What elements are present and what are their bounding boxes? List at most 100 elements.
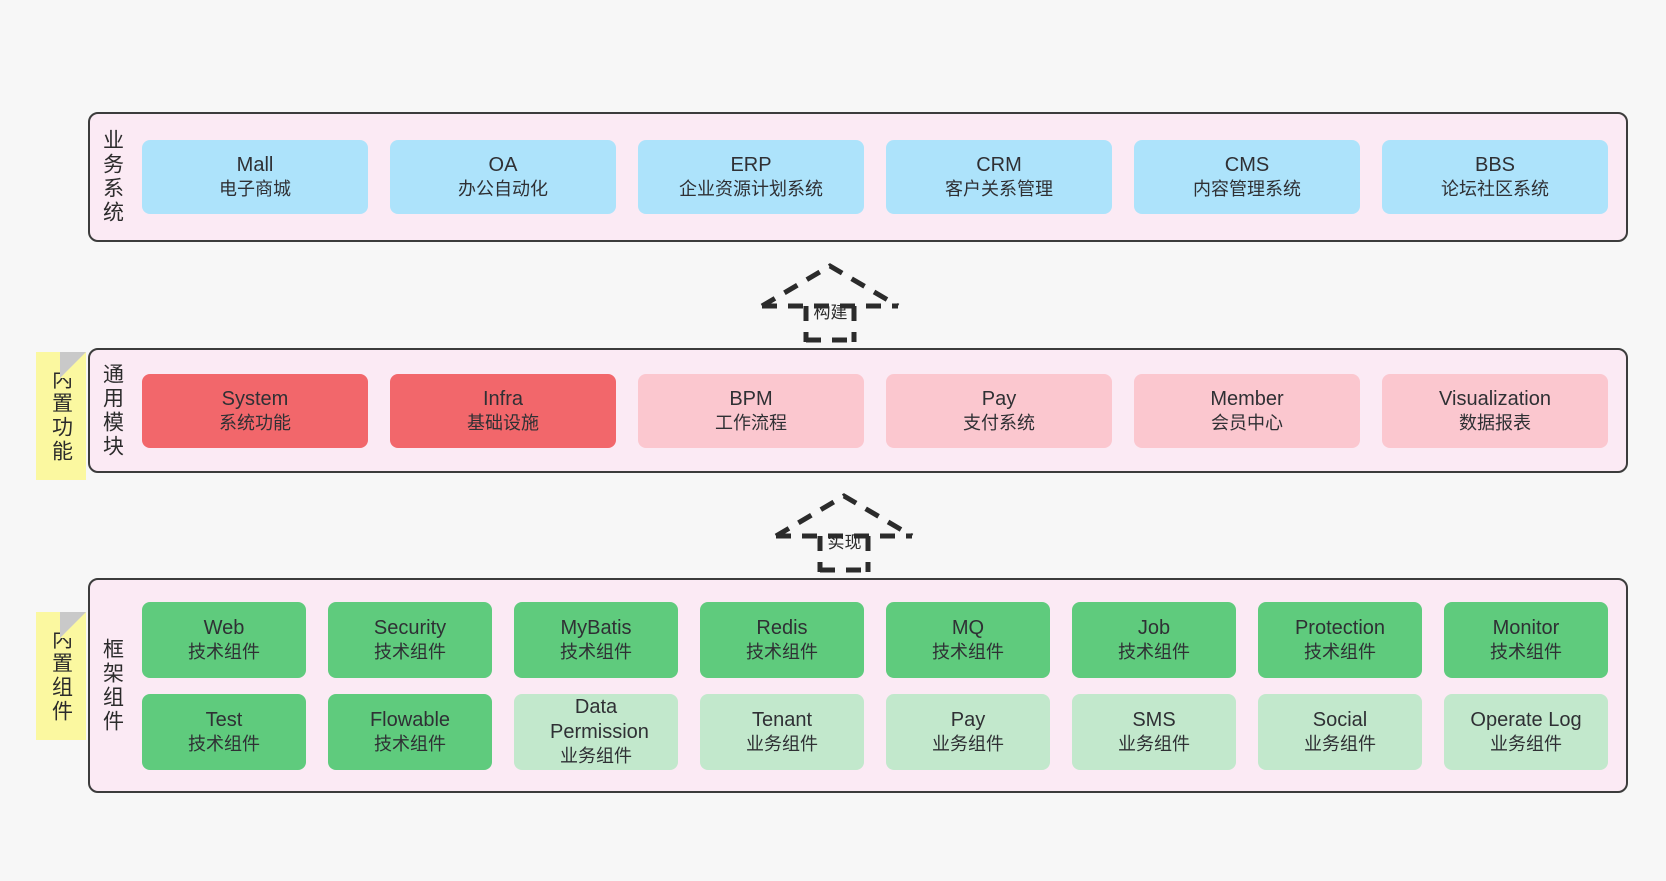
- card-system[interactable]: System 系统功能: [142, 373, 368, 448]
- card-title-en: Redis: [756, 616, 808, 639]
- build-arrow-icon: [760, 263, 900, 343]
- card-title-cn: 论坛社区系统: [1441, 179, 1549, 200]
- card-sms[interactable]: SMS 业务组件: [1072, 693, 1236, 770]
- card-title-cn: 技术组件: [188, 641, 260, 662]
- card-title-en: Visualization: [1439, 387, 1551, 410]
- sticky-note-label: 内置功能: [49, 368, 73, 464]
- card-title-cn: 企业资源计划系统: [679, 179, 823, 200]
- card-title-cn: 基础设施: [467, 412, 539, 433]
- card-title-en: Operate Log: [1470, 708, 1582, 731]
- card-title-en: Member: [1210, 387, 1284, 410]
- card-mybatis[interactable]: MyBatis 技术组件: [514, 601, 678, 678]
- card-social[interactable]: Social 业务组件: [1258, 693, 1422, 770]
- card-web[interactable]: Web 技术组件: [142, 601, 306, 678]
- card-title-cn: 会员中心: [1211, 412, 1283, 433]
- card-visualization[interactable]: Visualization 数据报表: [1382, 373, 1608, 448]
- card-row: Web 技术组件 Security 技术组件 MyBatis 技术组件 Redi…: [142, 601, 1608, 678]
- card-job[interactable]: Job 技术组件: [1072, 601, 1236, 678]
- card-title-en: Mall: [236, 154, 274, 177]
- card-title-en: Job: [1137, 616, 1171, 639]
- card-pay-component[interactable]: Pay 业务组件: [886, 693, 1050, 770]
- card-title-cn: 技术组件: [932, 641, 1004, 662]
- card-title-cn: 电子商城: [219, 179, 291, 200]
- card-tenant[interactable]: Tenant 业务组件: [700, 693, 864, 770]
- card-row: System 系统功能 Infra 基础设施 BPM 工作流程 Pay 支付系统…: [142, 373, 1608, 448]
- card-title-en: BBS: [1474, 154, 1516, 177]
- card-member[interactable]: Member 会员中心: [1134, 373, 1360, 448]
- card-title-cn: 业务组件: [932, 733, 1004, 754]
- card-bbs[interactable]: BBS 论坛社区系统: [1382, 140, 1608, 214]
- sticky-note-builtin-components: 内置组件: [36, 612, 86, 740]
- implement-arrow-icon: [774, 493, 914, 573]
- card-title-cn: 技术组件: [1118, 641, 1190, 662]
- card-title-en: Security: [373, 616, 447, 639]
- card-title-cn: 业务组件: [1118, 733, 1190, 754]
- card-title-en: Test: [205, 708, 243, 731]
- card-title-cn: 工作流程: [715, 412, 787, 433]
- layer-title-business-system: 业务系统: [100, 129, 124, 225]
- card-redis[interactable]: Redis 技术组件: [700, 601, 864, 678]
- card-title-en: SMS: [1132, 708, 1176, 731]
- card-title-cn: 业务组件: [1490, 733, 1562, 754]
- layer-title-framework-component: 框架组件: [100, 637, 124, 734]
- card-title-cn: 业务组件: [746, 733, 818, 754]
- card-infra[interactable]: Infra 基础设施: [390, 373, 616, 448]
- connector-implement-label: 实现: [827, 533, 862, 552]
- layer-title-common-module: 通用模块: [100, 362, 124, 459]
- card-crm[interactable]: CRM 客户关系管理: [886, 140, 1112, 214]
- layer-body-common-module: System 系统功能 Infra 基础设施 BPM 工作流程 Pay 支付系统…: [134, 350, 1626, 471]
- layer-framework-component: 框架组件 Web 技术组件 Security 技术组件 MyBatis 技术组件…: [88, 578, 1628, 793]
- sticky-note-builtin-features: 内置功能: [36, 352, 86, 480]
- card-protection[interactable]: Protection 技术组件: [1258, 601, 1422, 678]
- card-oa[interactable]: OA 办公自动化: [390, 140, 616, 214]
- card-row: Test 技术组件 Flowable 技术组件 Data Permission …: [142, 693, 1608, 770]
- card-pay-module[interactable]: Pay 支付系统: [886, 373, 1112, 448]
- layer-body-business-system: Mall 电子商城 OA 办公自动化 ERP 企业资源计划系统 CRM 客户关系…: [134, 114, 1626, 240]
- card-title-cn: 数据报表: [1459, 412, 1531, 433]
- layer-common-module: 通用模块 System 系统功能 Infra 基础设施 BPM 工作流程 Pay…: [88, 348, 1628, 473]
- card-title-cn: 技术组件: [374, 733, 446, 754]
- card-title-en: Data Permission: [550, 695, 649, 744]
- card-cms[interactable]: CMS 内容管理系统: [1134, 140, 1360, 214]
- sticky-note-label: 内置组件: [49, 628, 73, 724]
- layer-business-system: 业务系统 Mall 电子商城 OA 办公自动化 ERP 企业资源计划系统 CRM…: [88, 112, 1628, 242]
- connector-build: 构建: [758, 262, 903, 343]
- card-title-en: BPM: [729, 387, 773, 410]
- card-title-cn: 系统功能: [219, 412, 291, 433]
- card-title-cn: 技术组件: [188, 733, 260, 754]
- card-title-cn: 支付系统: [963, 412, 1035, 433]
- connector-build-label: 构建: [813, 303, 848, 322]
- card-title-en: Social: [1312, 708, 1368, 731]
- card-data-permission[interactable]: Data Permission 业务组件: [514, 693, 678, 770]
- card-title-cn: 办公自动化: [458, 179, 548, 200]
- card-title-en: System: [221, 387, 289, 410]
- card-title-en: Pay: [981, 387, 1017, 410]
- card-title-cn: 技术组件: [560, 641, 632, 662]
- layer-body-framework-component: Web 技术组件 Security 技术组件 MyBatis 技术组件 Redi…: [134, 580, 1626, 791]
- card-title-cn: 客户关系管理: [945, 179, 1053, 200]
- card-mall[interactable]: Mall 电子商城: [142, 140, 368, 214]
- card-title-cn: 技术组件: [746, 641, 818, 662]
- card-security[interactable]: Security 技术组件: [328, 601, 492, 678]
- card-title-en: ERP: [730, 154, 772, 177]
- connector-implement: 实现: [772, 492, 917, 573]
- card-operate-log[interactable]: Operate Log 业务组件: [1444, 693, 1608, 770]
- card-title-cn: 技术组件: [374, 641, 446, 662]
- card-test[interactable]: Test 技术组件: [142, 693, 306, 770]
- card-title-en: Monitor: [1492, 616, 1560, 639]
- card-erp[interactable]: ERP 企业资源计划系统: [638, 140, 864, 214]
- card-title-en: Web: [203, 616, 245, 639]
- card-title-en: Pay: [950, 708, 986, 731]
- card-title-cn: 业务组件: [1304, 733, 1376, 754]
- card-title-en: Tenant: [751, 708, 813, 731]
- card-title-cn: 技术组件: [1304, 641, 1376, 662]
- card-title-cn: 业务组件: [560, 746, 632, 767]
- card-mq[interactable]: MQ 技术组件: [886, 601, 1050, 678]
- card-title-cn: 内容管理系统: [1193, 179, 1301, 200]
- card-title-en: Flowable: [369, 708, 451, 731]
- card-bpm[interactable]: BPM 工作流程: [638, 373, 864, 448]
- card-monitor[interactable]: Monitor 技术组件: [1444, 601, 1608, 678]
- card-title-en: OA: [488, 154, 518, 177]
- card-flowable[interactable]: Flowable 技术组件: [328, 693, 492, 770]
